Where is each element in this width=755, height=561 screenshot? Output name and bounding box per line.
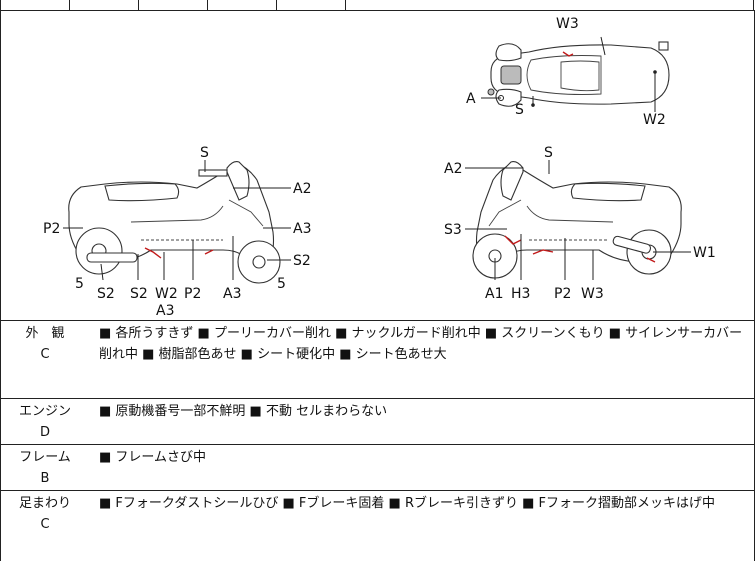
header-cell: [753, 0, 754, 10]
section-text: ■ Fフォークダストシールひび ■ Fブレーキ固着 ■ Rブレーキ引きずり ■ …: [99, 496, 716, 511]
scooter-diagram-svg: W3 A S W2: [43, 16, 716, 319]
header-cell: [138, 0, 139, 10]
label-right-s: S: [544, 145, 553, 161]
label-left-b-w2: W2: [155, 286, 178, 302]
section-header: 外 観 C: [1, 321, 89, 365]
label-left-5a: 5: [75, 276, 84, 292]
label-top-s: S: [515, 102, 524, 118]
section-engine: エンジン D ■ 原動機番号一部不鮮明 ■ 不動 セルまわらない: [0, 399, 755, 445]
label-top-w3: W3: [556, 16, 579, 32]
label-right-b-h3: H3: [511, 286, 530, 302]
header-cell: [69, 0, 70, 10]
label-left-a3: A3: [293, 221, 311, 237]
label-left-s2: S2: [293, 253, 311, 269]
header-cell: [207, 0, 208, 10]
label-left-s: S: [200, 145, 209, 161]
section-text: ■ 各所うすきず ■ プーリーカバー削れ ■ ナックルガード削れ中 ■ スクリー…: [99, 326, 743, 362]
section-name: 足まわり: [18, 496, 71, 511]
section-header: 足まわり C: [1, 491, 89, 535]
label-left-b-s2b: S2: [130, 286, 148, 302]
label-left-b-a3b: A3: [156, 303, 174, 319]
section-frame: フレーム B ■ フレームさび中: [0, 445, 755, 491]
section-text: ■ フレームさび中: [99, 450, 207, 465]
label-left-p2: P2: [43, 221, 60, 237]
section-grade: D: [39, 425, 50, 440]
section-header: エンジン D: [1, 399, 89, 443]
label-right-w1: W1: [693, 245, 716, 261]
label-top-a: A: [466, 91, 476, 107]
section-suspension: 足まわり C ■ Fフォークダストシールひび ■ Fブレーキ固着 ■ Rブレーキ…: [0, 491, 755, 561]
section-grade: B: [40, 471, 50, 486]
label-left-5b: 5: [277, 276, 286, 292]
label-right-a2: A2: [444, 161, 462, 177]
damage-diagram: W3 A S W2: [0, 10, 755, 321]
label-left-a2: A2: [293, 181, 311, 197]
section-name: 外 観: [25, 326, 65, 341]
header-cell: [0, 0, 1, 10]
header-cell: [345, 0, 346, 10]
scooter-right-view: [472, 161, 682, 279]
section-grade: C: [40, 517, 50, 532]
section-header: フレーム B: [1, 445, 89, 489]
scooter-left-view: [68, 161, 281, 284]
label-right-s3: S3: [444, 222, 462, 238]
section-text: ■ 原動機番号一部不鮮明 ■ 不動 セルまわらない: [99, 404, 388, 419]
header-table-row: [0, 0, 755, 11]
label-left-b-s2a: S2: [97, 286, 115, 302]
label-left-b-a3: A3: [223, 286, 241, 302]
scooter-top-view: [481, 36, 670, 112]
section-name: フレーム: [19, 450, 71, 465]
label-left-b-p2: P2: [184, 286, 201, 302]
label-right-b-a1: A1: [485, 286, 503, 302]
label-top-w2: W2: [643, 112, 666, 128]
label-right-b-w3: W3: [581, 286, 604, 302]
section-exterior: 外 観 C ■ 各所うすきず ■ プーリーカバー削れ ■ ナックルガード削れ中 …: [0, 321, 755, 399]
section-name: エンジン: [18, 404, 71, 419]
section-grade: C: [40, 347, 50, 362]
label-right-b-p2: P2: [554, 286, 571, 302]
header-cell: [276, 0, 277, 10]
